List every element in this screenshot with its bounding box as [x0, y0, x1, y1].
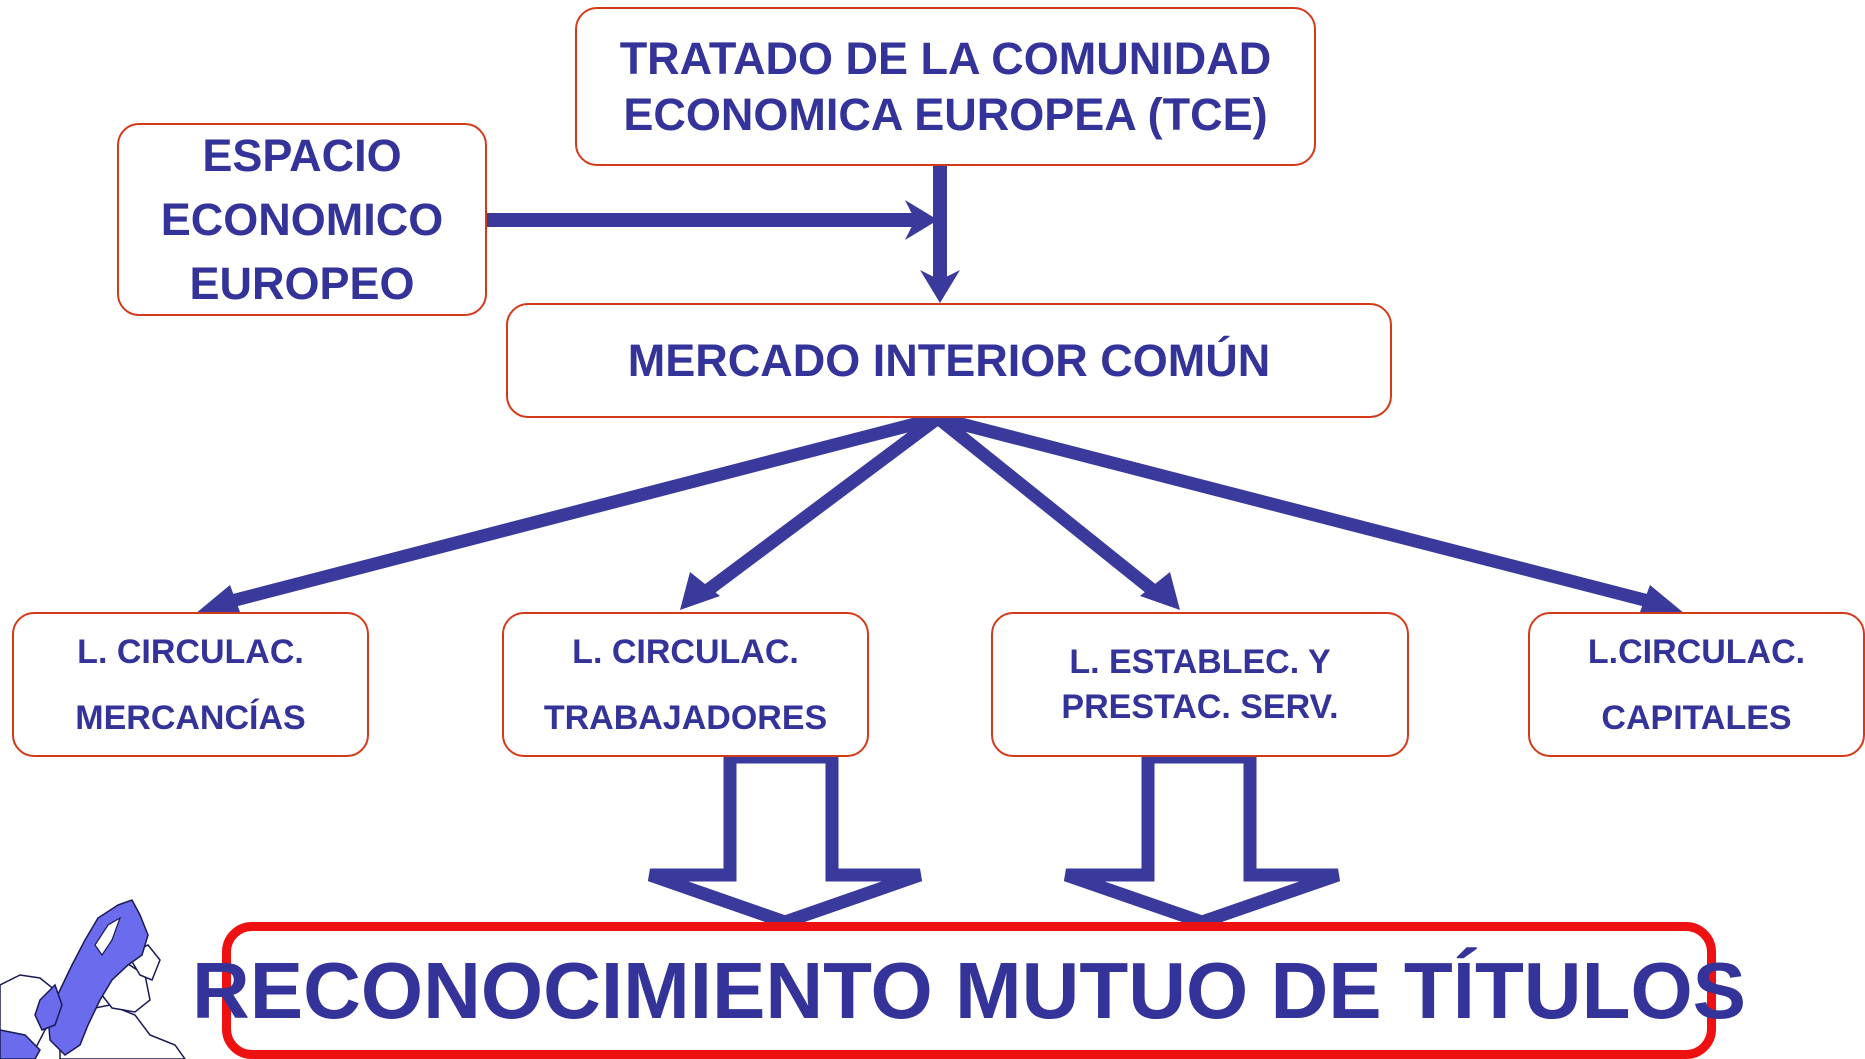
libertad-line-1: L.CIRCULAC. [1587, 632, 1806, 671]
reconocimiento-label: RECONOCIMIENTO MUTUO DE TÍTULOS [191, 945, 1747, 1035]
arrow-merc-head [195, 585, 240, 614]
arrow-est-head [1140, 572, 1180, 610]
libertad-establecimiento-box: L. ESTABLEC. Y PRESTAC. SERV. [991, 612, 1409, 757]
arrow-tce-shaft [933, 166, 947, 286]
arrow-cap-head [1640, 585, 1685, 614]
arrow-merc-shaft [213, 411, 945, 611]
eee-box: ESPACIO ECONOMICO EUROPEO [117, 123, 487, 316]
arrow-cap-shaft [931, 411, 1667, 611]
block-arrow-right [1063, 750, 1341, 929]
arrow-trab-head [680, 572, 720, 610]
libertad-mercancias-box: L. CIRCULAC. MERCANCÍAS [12, 612, 369, 757]
libertad-line-2: MERCANCÍAS [75, 698, 306, 737]
libertad-line-2: CAPITALES [1601, 698, 1792, 737]
libertad-line-2: TRABAJADORES [543, 698, 828, 737]
tce-line-2: ECONOMICA EUROPEA (TCE) [623, 88, 1268, 140]
reconocimiento-mutuo-box: RECONOCIMIENTO MUTUO DE TÍTULOS [192, 922, 1746, 1059]
block-arrow-left [647, 750, 923, 929]
libertad-line-1: L. ESTABLEC. Y [1069, 642, 1331, 681]
arrow-eee-head [905, 200, 938, 240]
mercado-interior-box: MERCADO INTERIOR COMÚN [506, 303, 1392, 418]
libertad-capitales-box: L.CIRCULAC. CAPITALES [1528, 612, 1865, 757]
arrow-est-shaft [931, 411, 1167, 603]
eee-line-1: ESPACIO [202, 129, 402, 181]
arrow-tce-head [920, 270, 960, 303]
mercado-label: MERCADO INTERIOR COMÚN [627, 334, 1271, 386]
eee-line-2: ECONOMICO [160, 193, 444, 245]
arrow-trab-shaft [693, 411, 945, 603]
libertad-line-2: PRESTAC. SERV. [1061, 687, 1339, 726]
tce-box: TRATADO DE LA COMUNIDAD ECONOMICA EUROPE… [575, 7, 1316, 166]
libertad-line-1: L. CIRCULAC. [77, 632, 304, 671]
eee-line-3: EUROPEO [189, 257, 415, 309]
libertad-line-1: L. CIRCULAC. [572, 632, 799, 671]
tce-line-1: TRATADO DE LA COMUNIDAD [619, 32, 1272, 84]
libertad-trabajadores-box: L. CIRCULAC. TRABAJADORES [502, 612, 869, 757]
arrow-eee-shaft [487, 213, 927, 227]
